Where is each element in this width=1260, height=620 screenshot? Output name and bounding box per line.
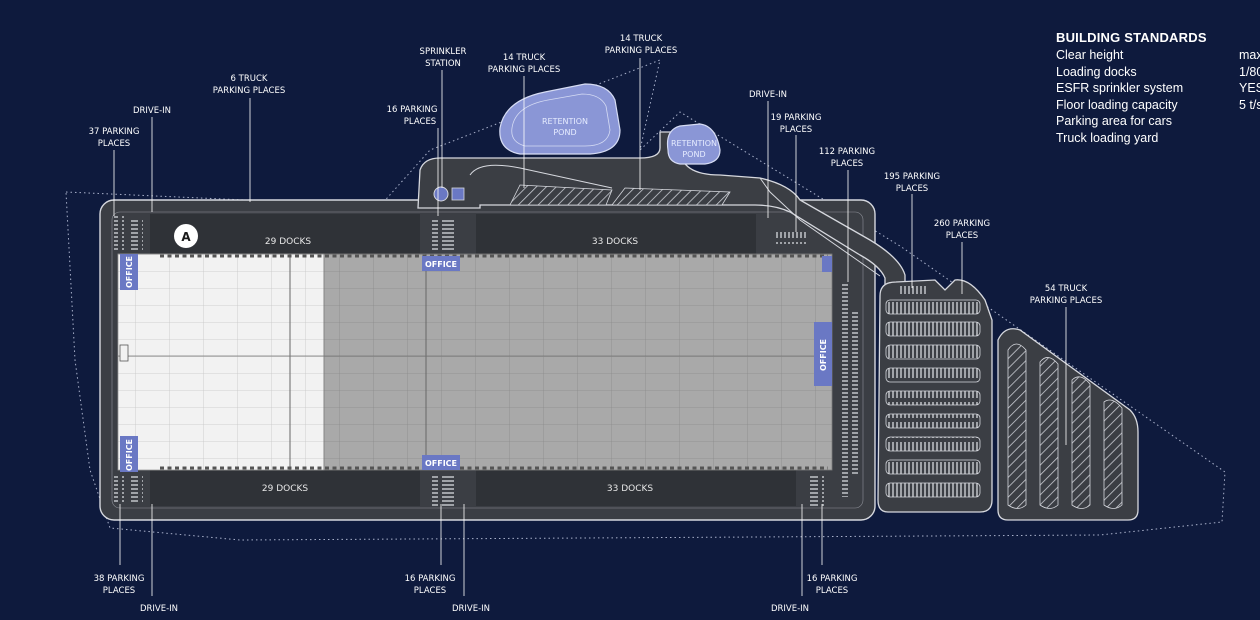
standard-label: ESFR sprinkler system [1056,81,1184,96]
building-standards-panel: BUILDING STANDARDS Clear height max Load… [1056,30,1260,148]
label-38-parking-l2: PLACES [103,586,135,596]
label-54-truck-l2: PARKING PLACES [1030,296,1102,306]
standard-label: Clear height [1056,48,1124,62]
pond-label-large-l2: POND [553,128,576,137]
dock-label-bottom-right: 33 DOCKS [607,484,654,494]
standard-label: Loading docks [1056,64,1137,79]
dock-label-top-left: 29 DOCKS [265,237,312,247]
office-label-bottom-center: OFFICE [425,459,457,468]
label-14-truck-b-l2: PARKING PLACES [605,46,677,56]
standard-value: 5 t/s [1239,97,1260,112]
label-sprinkler-l1: SPRINKLER [420,47,467,57]
label-16-parking-bottom-right-l2: PLACES [816,586,848,596]
label-6-truck-l2: PARKING PLACES [213,86,285,96]
retention-pond-small [666,123,721,165]
parking-strip-37 [114,216,124,250]
building-marker-label: A [181,230,191,244]
label-38-parking-l1: 38 PARKING [94,574,145,584]
standard-label: Floor loading capacity [1056,97,1178,112]
label-14-truck-a-l2: PARKING PLACES [488,65,560,75]
car-stall-rows [885,286,981,498]
truck-yard-54 [997,328,1139,521]
label-6-truck-l1: 6 TRUCK [231,74,268,84]
label-16-parking-bottom-center-l1: 16 PARKING [405,574,456,584]
pond-label-small-l1: RETENTION [671,139,717,148]
pond-label-small-l2: POND [682,150,705,159]
label-112-parking-l2: PLACES [831,159,863,169]
truck-bays [1007,343,1123,509]
office-right [814,322,832,386]
standard-row-floor-loading: Floor loading capacity 5 t/s [1056,98,1260,115]
retention-pond-large [499,83,621,155]
label-drive-in-top-left: DRIVE-IN [133,106,171,116]
dock-label-bottom-left: 29 DOCKS [262,484,309,494]
label-drive-in-bottom-right: DRIVE-IN [771,604,809,614]
label-54-truck-l1: 54 TRUCK [1045,284,1088,294]
standard-row-esfr: ESFR sprinkler system YES [1056,81,1260,98]
office-bottom-center [422,455,460,470]
label-14-truck-b-l1: 14 TRUCK [620,34,663,44]
label-112-parking-l1: 112 PARKING [819,147,875,157]
label-195-parking-l2: PLACES [896,184,928,194]
label-16-parking-top-l2: PLACES [404,117,436,127]
office-label-bottom-left: OFFICE [125,439,134,471]
standard-value: YES [1239,81,1260,96]
sprinkler-tank [433,186,449,202]
label-195-parking-l1: 195 PARKING [884,172,940,182]
office-top-left [120,254,138,290]
label-19-parking-l2: PLACES [780,125,812,135]
standard-label: Parking area for cars [1056,114,1173,129]
building-marker [174,224,198,248]
sprinkler-pump-house [451,187,465,201]
label-260-parking-l1: 260 PARKING [934,219,990,229]
standard-value: 1/80 [1239,64,1260,79]
label-drive-in-bottom-left: DRIVE-IN [140,604,178,614]
standard-row-truck-yard: Truck loading yard [1056,131,1260,148]
office-top-center [422,256,460,271]
building-standards-title: BUILDING STANDARDS [1056,30,1207,45]
standard-row-car-parking: Parking area for cars [1056,114,1260,131]
office-bottom-left [120,436,138,472]
pond-label-large-l1: RETENTION [542,117,588,126]
parking-strip-38 [114,474,124,504]
label-drive-in-bottom-center: DRIVE-IN [452,604,490,614]
standard-row-loading-docks: Loading docks 1/80 [1056,65,1260,82]
standard-row-clear-height: Clear height max [1056,48,1260,65]
label-16-parking-top-l1: 16 PARKING [387,105,438,115]
label-14-truck-a-l1: 14 TRUCK [503,53,546,63]
office-label-top-center: OFFICE [425,260,457,269]
label-19-parking-l1: 19 PARKING [771,113,822,123]
label-37-parking-l1: 37 PARKING [89,127,140,137]
office-label-top-left: OFFICE [125,256,134,288]
label-260-parking-l2: PLACES [946,231,978,241]
label-16-parking-bottom-center-l2: PLACES [414,586,446,596]
standard-value: max [1239,48,1260,62]
label-drive-in-top-right: DRIVE-IN [749,90,787,100]
standard-label: Truck loading yard [1056,130,1159,145]
warehouse-a [117,253,833,471]
label-16-parking-bottom-right-l1: 16 PARKING [807,574,858,584]
dock-label-top-right: 33 DOCKS [592,237,639,247]
label-37-parking-l2: PLACES [98,139,130,149]
leader-lines [113,58,1067,596]
label-sprinkler-l2: STATION [425,59,461,69]
office-label-right: OFFICE [819,339,828,371]
